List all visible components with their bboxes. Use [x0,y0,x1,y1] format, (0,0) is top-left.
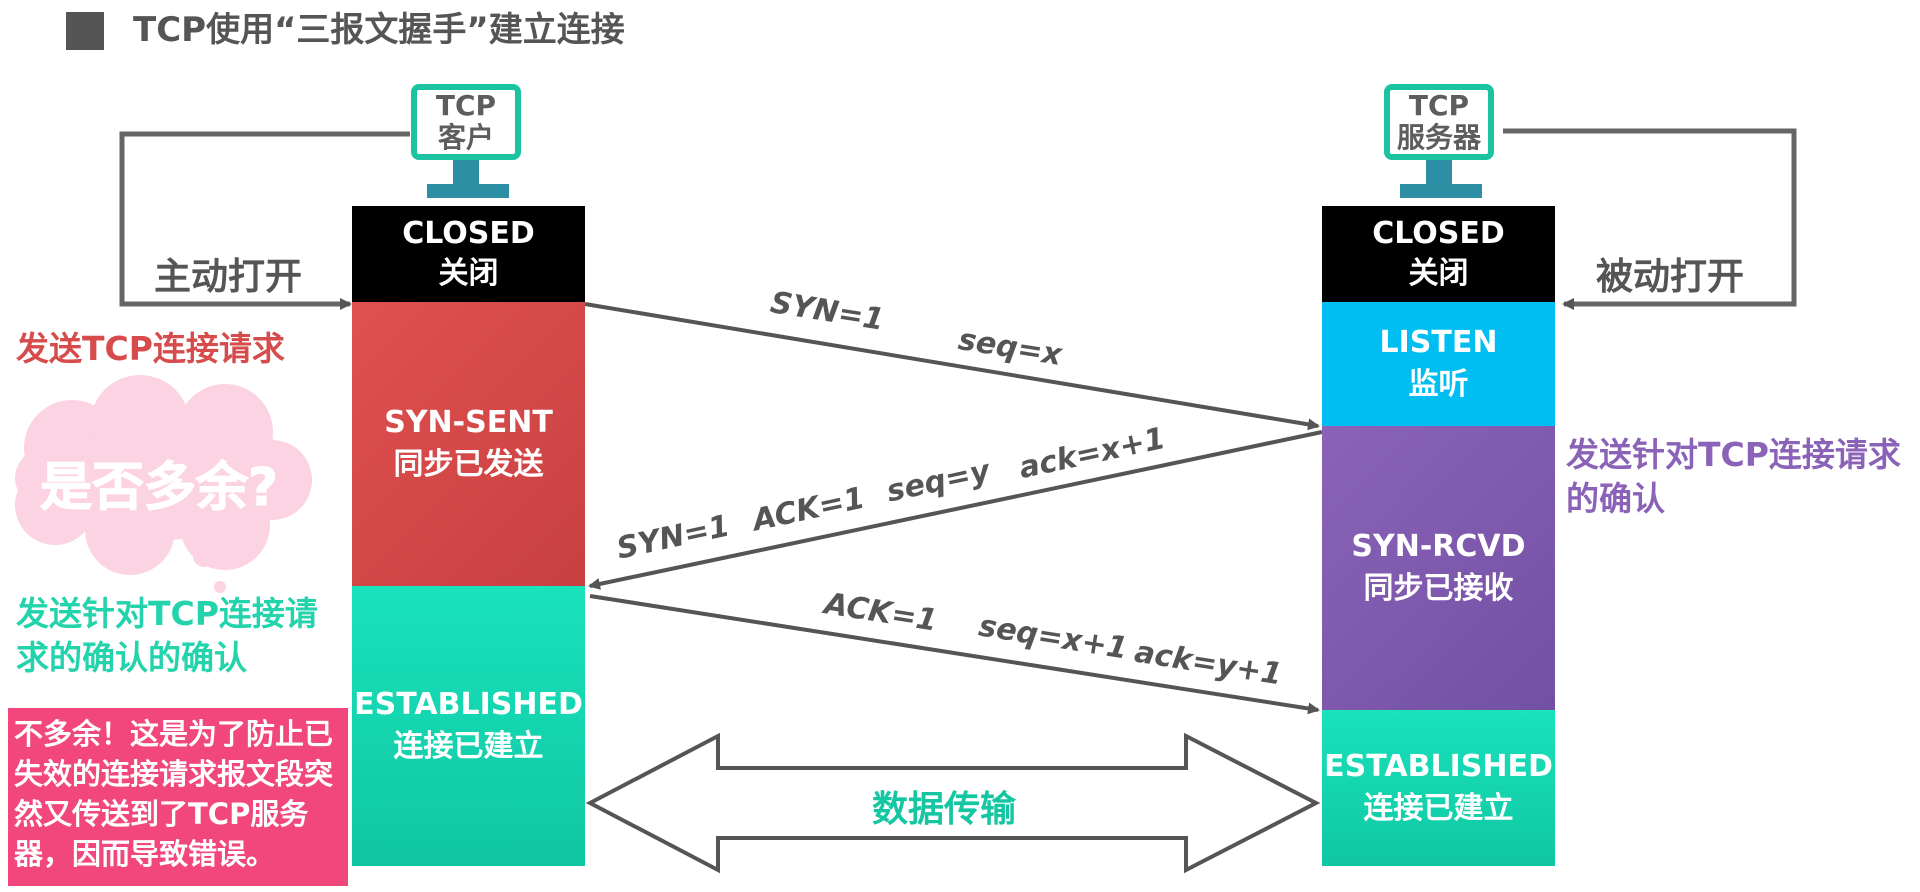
send-request-label: 发送TCP连接请求 [16,329,285,368]
server-closed-en: CLOSED [1372,216,1505,251]
server-monitor-base [1400,184,1482,198]
server-open-arrow [1503,128,1797,310]
explanation-box: 不多余！这是为了防止已失效的连接请求报文段突然又传送到了TCP服务器，因而导致错… [8,708,348,886]
server-monitor-icon: TCP 服务器 [1384,84,1494,160]
client-monitor-line2: 客户 [437,121,494,154]
client-closed-en: CLOSED [402,216,535,251]
server-closed-cn: 关闭 [1408,256,1469,291]
cloud-question-text: 是否多余? [39,458,279,519]
confirm-label: 发送针对TCP连接请求的确认 [1566,435,1901,518]
client-established-cn: 连接已建立 [393,729,544,764]
client-closed-cn: 关闭 [438,256,499,291]
title-marker [66,12,104,50]
client-open-arrow [119,131,410,310]
server-state-closed: CLOSED 关闭 [1322,206,1555,302]
passive-open-label: 被动打开 [1596,255,1744,298]
client-monitor-base [427,184,509,198]
client-syn-sent-en: SYN-SENT [384,405,553,440]
client-monitor-line1: TCP [435,89,497,122]
question-cloud [15,375,312,593]
server-listen-en: LISTEN [1379,325,1498,360]
client-monitor-neck [453,160,479,184]
data-transfer-label: 数据传输 [872,789,1017,830]
client-state-closed: CLOSED 关闭 [352,206,585,302]
server-syn-rcvd-en: SYN-RCVD [1351,529,1526,564]
client-monitor-icon: TCP 客户 [411,84,521,160]
syn-arrow [584,302,1320,431]
syn-ack-arrow [588,430,1323,590]
server-monitor-neck [1426,160,1452,184]
server-established-cn: 连接已建立 [1363,791,1514,826]
client-state-syn-sent: SYN-SENT 同步已发送 [352,302,585,586]
client-state-established: ESTABLISHED 连接已建立 [352,586,585,866]
server-state-established: ESTABLISHED 连接已建立 [1322,710,1555,866]
client-established-en: ESTABLISHED [354,687,583,722]
server-listen-cn: 监听 [1408,367,1469,402]
active-open-label: 主动打开 [154,255,302,298]
server-established-en: ESTABLISHED [1324,749,1553,784]
page-title: TCP使用“三报文握手”建立连接 [133,10,625,50]
data-transfer-arrow [585,732,1321,874]
ack-arrow [589,594,1320,715]
server-syn-rcvd-cn: 同步已接收 [1363,571,1514,606]
server-monitor-line1: TCP [1408,89,1470,122]
server-state-syn-rcvd: SYN-RCVD 同步已接收 [1322,426,1555,710]
client-syn-sent-cn: 同步已发送 [393,447,544,482]
server-state-listen: LISTEN 监听 [1322,302,1555,426]
server-monitor-line2: 服务器 [1396,121,1481,154]
confirm-confirm-label: 发送针对TCP连接请求的确认的确认 [16,594,318,677]
